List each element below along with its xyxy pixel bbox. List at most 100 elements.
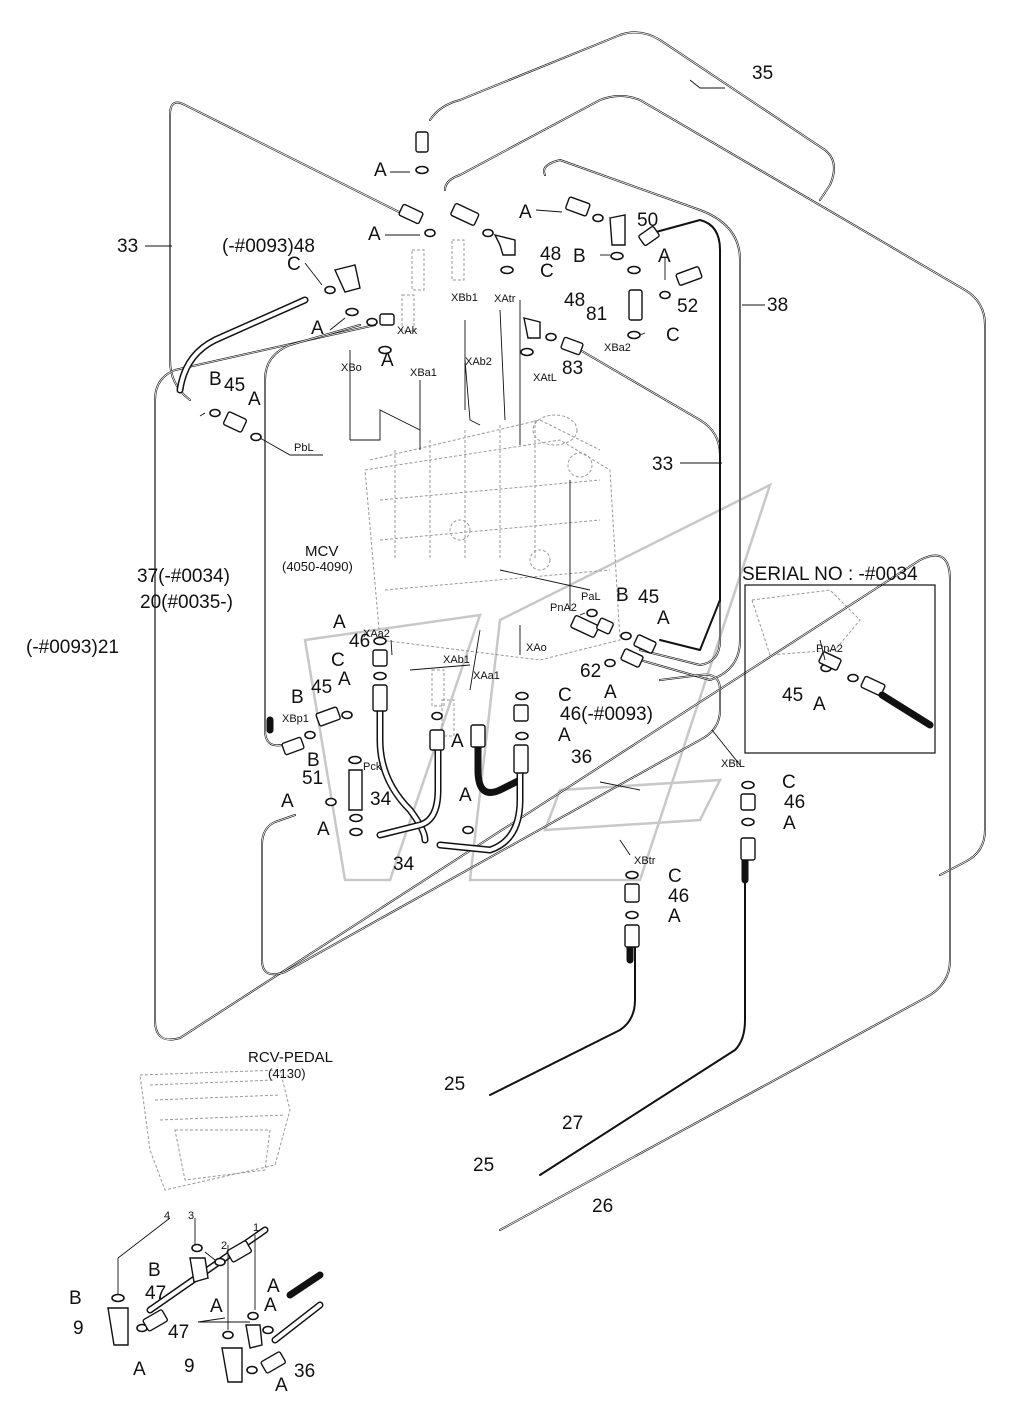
port-label: XBa2 (604, 342, 631, 354)
port-label: XAb2 (465, 356, 492, 368)
port-label: XAa2 (363, 628, 390, 640)
part-label: 9 (73, 1318, 84, 1339)
port-label: PbL (294, 442, 314, 454)
serial-inset-box (744, 584, 936, 754)
port-label: XAa1 (473, 670, 500, 682)
part-label: 45 (311, 677, 332, 698)
oring-callout: B (307, 750, 320, 771)
part-label: 33 (652, 454, 673, 475)
part-label: 37(-#0034) (137, 566, 230, 587)
port-label: PnA2 (816, 643, 843, 655)
oring-callout: B (573, 246, 586, 267)
part-label: 35 (752, 63, 773, 84)
part-label: 46(-#0093) (560, 704, 653, 725)
part-label: 51 (302, 768, 323, 789)
port-number: 2 (221, 1240, 227, 1252)
part-label: 48 (540, 244, 561, 265)
oring-callout: B (291, 687, 304, 708)
mcv-valve-block (364, 239, 621, 737)
part-label: 25 (444, 1074, 465, 1095)
oring-callout: A (374, 160, 387, 181)
oring-callout: A (813, 694, 826, 715)
mcv-name: MCV (305, 543, 338, 560)
part-label: 45 (638, 587, 659, 608)
oring-callout: C (782, 772, 796, 793)
oring-callout: B (616, 585, 629, 606)
part-label: 34 (370, 789, 392, 810)
rcv-range: (4130) (268, 1066, 306, 1081)
port-label: PaL (581, 591, 601, 603)
part-label: 46 (349, 631, 370, 652)
part-label: 50 (637, 210, 658, 231)
fittings (107, 131, 934, 1383)
part-label: (-#0093)21 (26, 637, 119, 658)
port-number: 4 (164, 1210, 170, 1222)
oring-callout: A (368, 224, 381, 245)
mcv-range: (4050-4090) (282, 559, 353, 574)
oring-callout: A (248, 389, 261, 410)
rcv-pedal-block (139, 1069, 291, 1191)
oring-callout: A (275, 1375, 288, 1396)
oring-callout: A (558, 725, 571, 746)
port-label: XBo (341, 362, 362, 374)
oring-callout: A (668, 906, 681, 927)
part-label: 26 (592, 1196, 613, 1217)
part-label: 33 (117, 236, 138, 257)
part-label: 52 (677, 296, 698, 317)
port-label: XAtr (494, 293, 516, 305)
part-label: 81 (586, 304, 607, 325)
oring-callout: A (459, 785, 472, 806)
part-label: 46 (668, 886, 689, 907)
oring-callout: C (331, 650, 345, 671)
part-label: 62 (580, 661, 601, 682)
part-label: (-#0093)48 (222, 236, 315, 257)
part-label: 36 (294, 1361, 315, 1382)
leader-lines (117, 79, 826, 1330)
oring-callout: C (558, 685, 572, 706)
oring-callout: A (604, 682, 617, 703)
port-label: XAtL (533, 372, 557, 384)
oring-callout: A (519, 202, 532, 223)
oring-callout: A (333, 612, 346, 633)
watermark-logo (303, 482, 773, 882)
oring-callout: A (783, 813, 796, 834)
part-label: 27 (562, 1113, 583, 1134)
part-label: 34 (393, 854, 415, 875)
oring-callout: C (666, 325, 680, 346)
part-label: 9 (184, 1356, 195, 1377)
part-label: 20(#0035-) (140, 592, 233, 613)
port-label: XAk (397, 325, 418, 337)
port-label: XAo (526, 642, 547, 654)
part-label: 45 (782, 685, 803, 706)
oring-callout: B (148, 1260, 161, 1281)
oring-callout: A (267, 1276, 280, 1297)
part-label: 38 (767, 295, 788, 316)
oring-callout: A (381, 350, 394, 371)
port-label: XBtL (721, 758, 745, 770)
oring-callout: C (287, 254, 301, 275)
part-label: 83 (562, 358, 583, 379)
port-label: PnA2 (550, 602, 577, 614)
steel-tubes (154, 31, 986, 1231)
part-label: 36 (571, 747, 592, 768)
part-label: 48 (564, 290, 585, 311)
port-number: 1 (253, 1222, 259, 1234)
inset-title: SERIAL NO : -#0034 (742, 564, 918, 585)
oring-callout: A (657, 608, 670, 629)
inset-valve-ghost (751, 589, 861, 656)
oring-callout: A (658, 246, 671, 267)
oring-callout: A (311, 318, 324, 339)
oring-callout: A (281, 791, 294, 812)
oring-callout: A (317, 819, 330, 840)
port-number: 3 (188, 1210, 194, 1222)
oring-callout: A (451, 731, 464, 752)
port-label: XBb1 (451, 292, 478, 304)
oring-callout: B (209, 369, 222, 390)
port-label: Pck (363, 761, 382, 773)
oring-callout: A (264, 1295, 277, 1316)
port-label: XAb1 (443, 654, 470, 666)
labels: 33 35 38 33 (-#0093)48 48 48 50 52 81 83… (26, 63, 918, 1396)
oring-callout: C (668, 866, 682, 887)
oring-callout: A (133, 1359, 146, 1380)
